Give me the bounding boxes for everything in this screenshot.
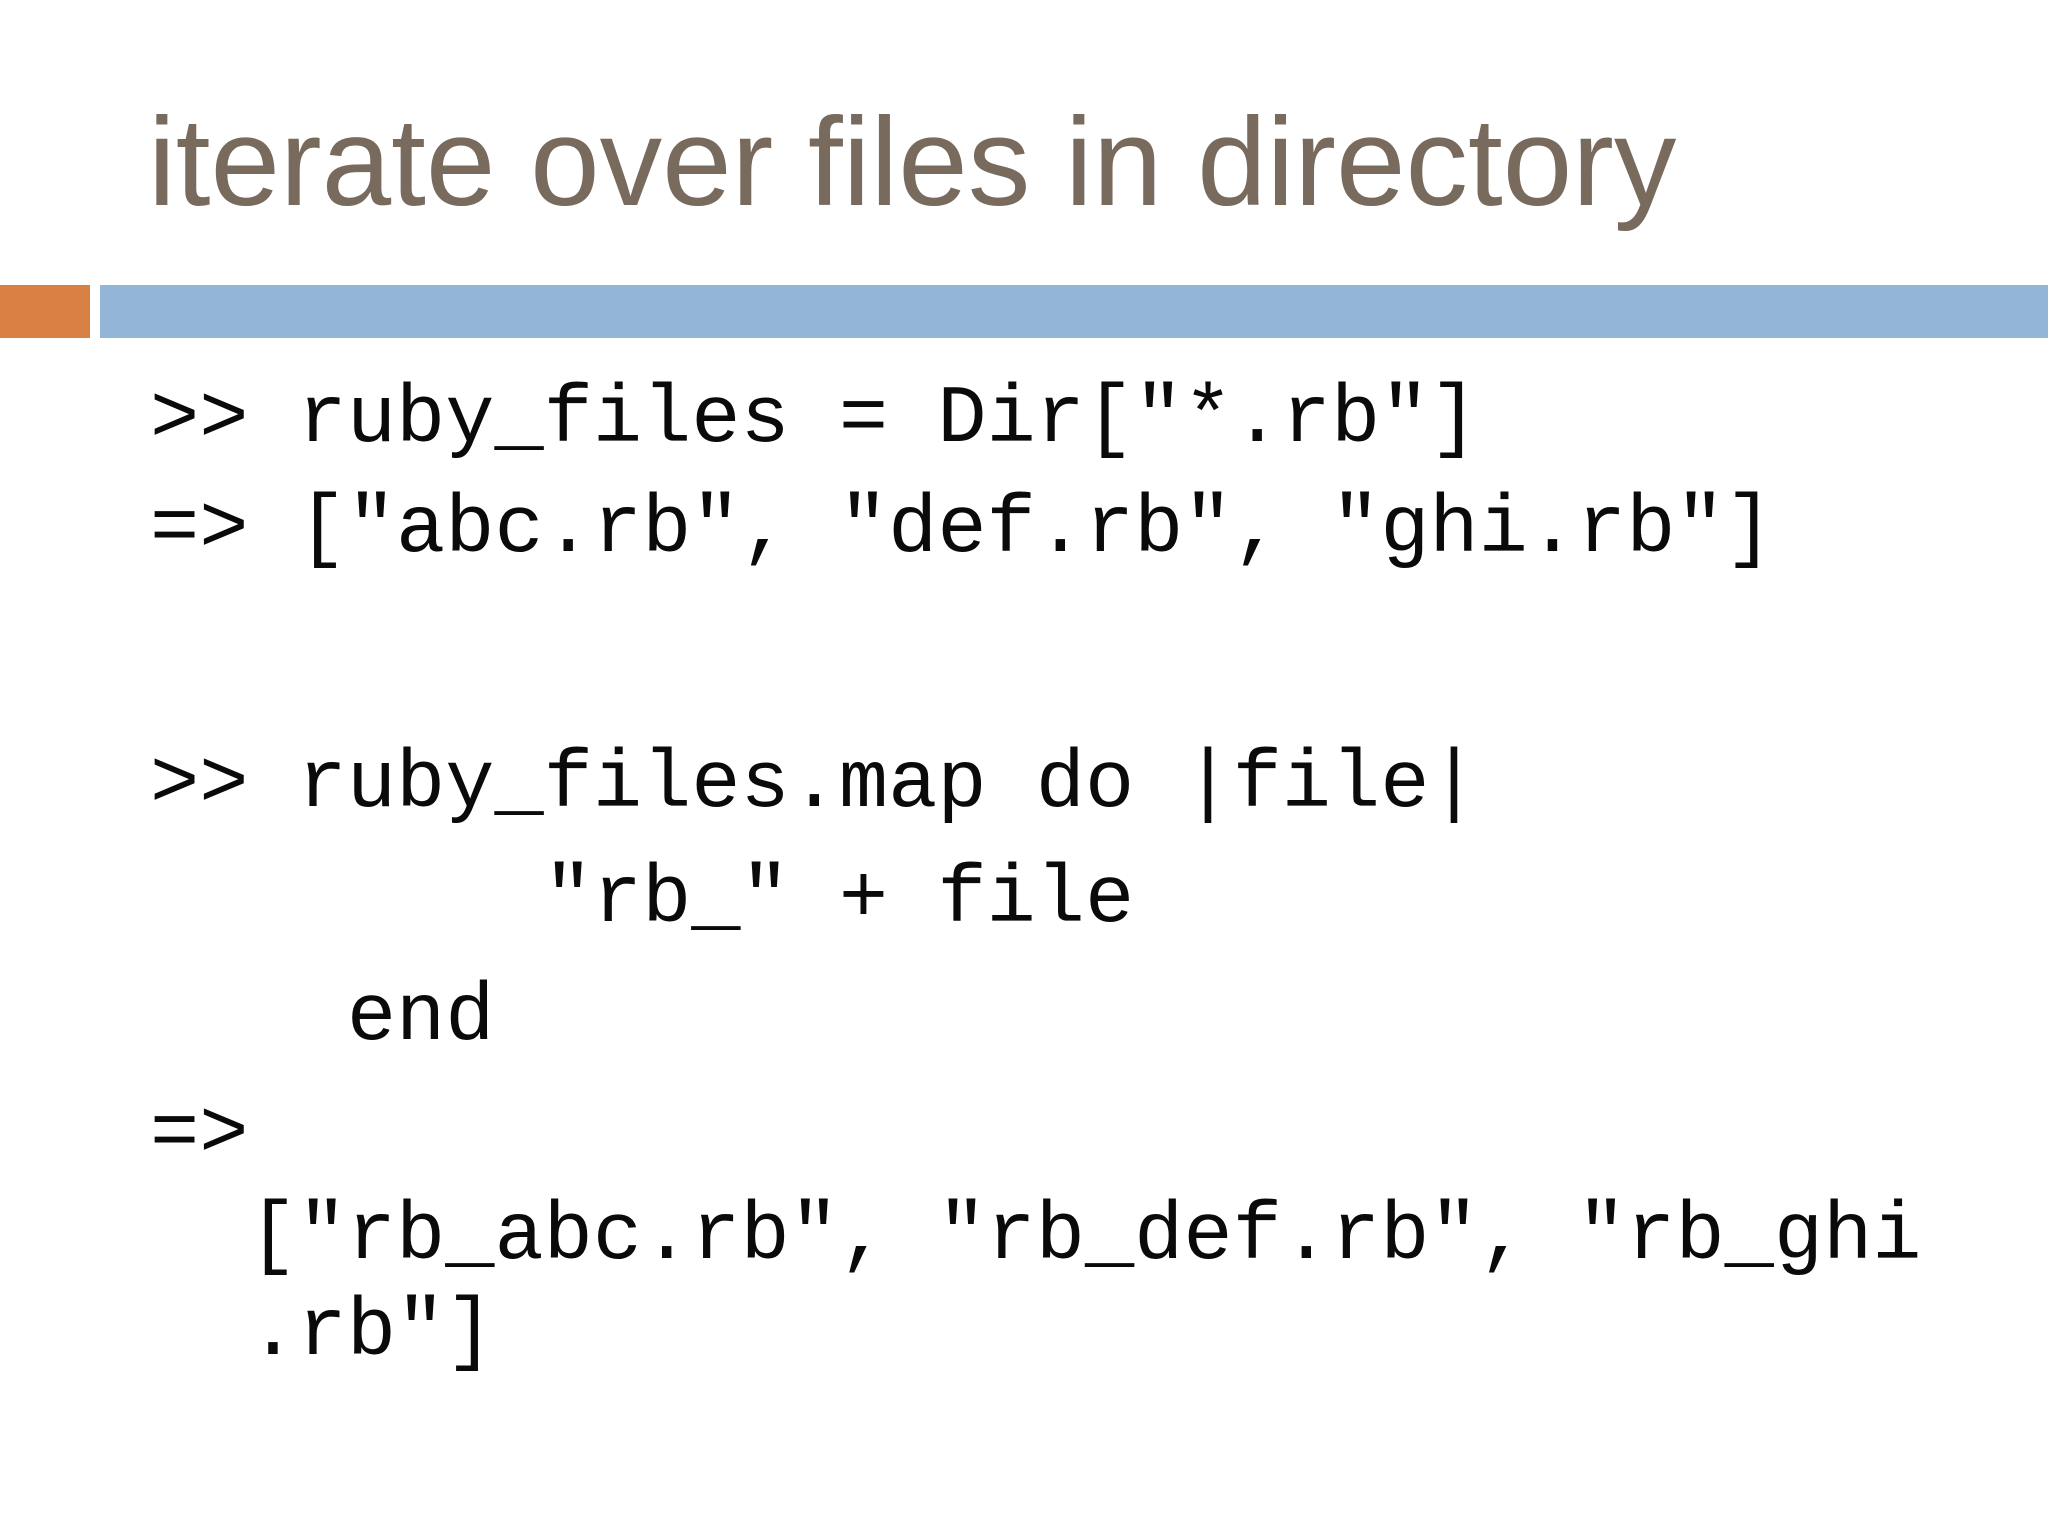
code-line: ["rb_abc.rb", "rb_def.rb", "rb_ghi <box>150 1190 1922 1283</box>
title-underline-bar <box>0 285 2048 338</box>
slide-title: iterate over files in directory <box>148 93 1677 232</box>
code-line: >> ruby_files.map do |file| <box>150 738 1479 831</box>
code-line: .rb"] <box>150 1286 495 1379</box>
accent-blue-strip <box>100 285 2048 338</box>
code-line: >> ruby_files = Dir["*.rb"] <box>150 373 1479 466</box>
code-line: "rb_" + file <box>150 853 1135 946</box>
code-line: => <box>150 1088 249 1181</box>
code-line: end <box>150 971 495 1064</box>
accent-orange-block <box>0 285 90 338</box>
code-line: => ["abc.rb", "def.rb", "ghi.rb"] <box>150 483 1774 576</box>
